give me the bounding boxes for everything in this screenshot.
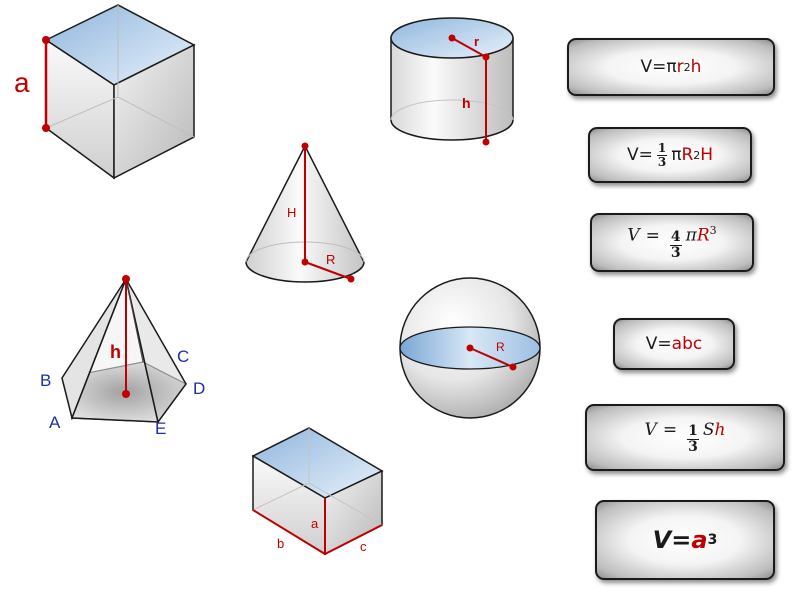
sphere-rim-dot xyxy=(509,363,517,371)
cylinder-bottom-hidden xyxy=(390,99,514,121)
box-label-b: b xyxy=(277,536,284,551)
pyramid-vertex-c: C xyxy=(177,347,189,366)
pyramid-face-ed xyxy=(125,278,187,424)
cube-vertex-bottom xyxy=(42,124,50,132)
formula-sphere-exp: 3 xyxy=(709,224,717,238)
cylinder-rim-dot xyxy=(482,53,490,61)
pyramid-height-label: h xyxy=(110,342,121,362)
formula-box-lhs: V= xyxy=(645,334,672,354)
formula-pyramid-eq: = xyxy=(662,420,678,440)
sphere-radius-line xyxy=(469,347,514,368)
cone-center-dot xyxy=(301,258,309,266)
formula-pyramid-den: 3 xyxy=(688,439,698,455)
formula-box-rhs: abc xyxy=(671,334,703,354)
formula-sphere-den: 3 xyxy=(670,244,681,261)
formula-cone-H: H xyxy=(700,145,714,165)
cylinder-side xyxy=(390,37,514,141)
formula-cone-R: R xyxy=(681,145,694,165)
sphere-figure: R xyxy=(399,277,541,419)
cube-edge-label: a xyxy=(14,67,30,98)
formula-sphere-v: V xyxy=(627,225,640,246)
box-edge-c xyxy=(324,524,383,555)
formula-cylinder-exp: 2 xyxy=(683,60,691,74)
sphere-radius-label: R xyxy=(496,340,505,354)
cylinder-radius-line xyxy=(451,37,487,58)
box-edge-b xyxy=(252,509,326,555)
cylinder-height-label: h xyxy=(462,95,471,111)
cone-rim-dot xyxy=(347,275,355,283)
sphere-center-dot xyxy=(466,344,474,352)
cube-vertex-top xyxy=(42,36,50,44)
formula-cube-exp: 3 xyxy=(707,532,718,548)
formula-box: V=abc xyxy=(613,318,735,370)
formula-cube-a: a xyxy=(691,526,708,554)
pyramid-figure: h B C D A E xyxy=(40,275,205,438)
pyramid-vertex-e: E xyxy=(155,419,166,438)
formula-sphere-eq: = xyxy=(645,225,660,246)
formula-pyramid-v: V xyxy=(644,420,657,440)
cone-apex-dot xyxy=(301,142,309,150)
pyramid-edge-c xyxy=(125,278,144,363)
box-figure: a b c xyxy=(251,427,384,556)
pyramid-vertex-b: B xyxy=(40,371,51,390)
cylinder-figure: r h xyxy=(390,17,514,146)
formula-pyramid-S: S xyxy=(702,420,715,440)
formula-pyramid-num: 1 xyxy=(687,423,699,440)
cone-radius-line xyxy=(304,261,352,280)
pyramid-apex-dot xyxy=(122,275,130,283)
formula-cylinder-r: r xyxy=(676,57,684,77)
box-label-c: c xyxy=(360,539,367,554)
cone-figure: H R xyxy=(245,142,365,283)
formula-cylinder-h: h xyxy=(690,57,702,77)
formula-cone-den: 3 xyxy=(657,154,667,169)
formula-cone-exp: 2 xyxy=(693,148,701,162)
formula-sphere-pi: π xyxy=(685,225,697,246)
box-label-a: a xyxy=(311,516,319,531)
formula-cylinder-lhs: V=π xyxy=(640,57,677,77)
cylinder-bottom-dot xyxy=(482,138,490,146)
pyramid-foot-dot xyxy=(122,390,130,398)
cone-height-label: H xyxy=(287,205,296,220)
formula-sphere-num: 4 xyxy=(669,228,682,246)
formula-cone-pi: π xyxy=(671,145,682,165)
formula-pyramid-h: h xyxy=(714,420,726,440)
cylinder-center-dot xyxy=(448,34,456,42)
pyramid-vertex-a: A xyxy=(49,413,61,432)
formula-cube-lhs: V= xyxy=(652,526,692,554)
cylinder-radius-label: r xyxy=(474,34,479,49)
formula-cone-lhs: V= xyxy=(626,145,653,165)
formula-cone-num: 1 xyxy=(656,140,668,156)
pyramid-vertex-d: D xyxy=(193,379,205,398)
formula-sphere-R: R xyxy=(696,225,710,246)
cube-figure: a xyxy=(14,4,196,180)
cone-radius-label: R xyxy=(326,252,335,267)
